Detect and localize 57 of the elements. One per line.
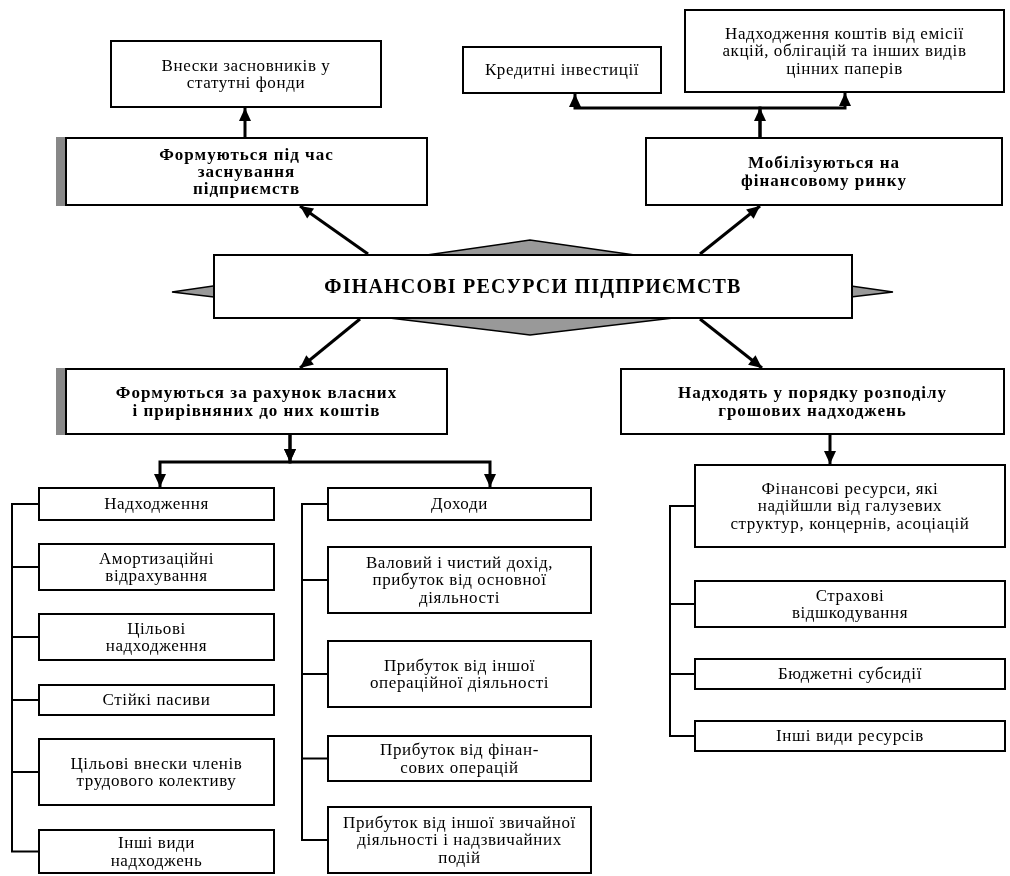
text-box xyxy=(110,40,382,108)
box-text: Валовий і чистий дохід, прибуток від основної діяльності xyxy=(364,554,555,606)
box-text: Кредитні інвестиції xyxy=(484,61,640,79)
box-text: Інші види ресурсів xyxy=(776,727,924,745)
box-text: Прибуток від фінан- сових операцій xyxy=(379,741,540,776)
box-text: Цільові внески членів трудового колективу xyxy=(69,754,244,790)
box-text: Стійкі пасиви xyxy=(102,691,211,709)
box-text: Надходження xyxy=(104,495,209,513)
box-text: Бюджетні субсидії xyxy=(778,665,922,683)
text-box xyxy=(327,546,592,614)
box-text: Надходять у порядку розподілу грошових надходжень xyxy=(677,384,948,419)
box-text: Фінансові ресурси, які надійшли від галузевих структур, концернів, асоціацій xyxy=(729,480,971,532)
box-text: Формуються під час заснування підприємств xyxy=(158,145,335,198)
main-box xyxy=(213,254,853,319)
text-box xyxy=(65,137,428,206)
text-box xyxy=(620,368,1005,435)
text-box xyxy=(38,487,275,521)
text-box xyxy=(684,9,1005,93)
box-text: Внески засновників у статутні фонди xyxy=(160,56,332,92)
arrow xyxy=(299,204,369,256)
text-box xyxy=(327,640,592,708)
box-text: Формуються за рахунок власних і прирівняних до них коштів xyxy=(114,384,399,419)
text-box xyxy=(645,137,1003,206)
arrow xyxy=(699,317,763,370)
box-text: Доходи xyxy=(431,495,488,513)
text-box xyxy=(462,46,662,94)
arrow xyxy=(699,204,761,256)
box-text: Прибуток від іншої звичайної діяльності і надзвичайних подій xyxy=(342,814,577,866)
box-text: Прибуток від іншої операційної діяльності xyxy=(369,656,550,692)
arrow xyxy=(239,108,251,137)
connector-line xyxy=(301,503,328,841)
text-box xyxy=(694,464,1006,548)
text-box xyxy=(38,738,275,806)
arrow xyxy=(284,435,496,487)
text-box xyxy=(694,720,1006,752)
text-box xyxy=(694,658,1006,690)
connector-line xyxy=(669,505,695,737)
box-text: ФІНАНСОВІ РЕСУРСИ ПІДПРИЄМСТВ xyxy=(324,276,742,297)
text-box xyxy=(38,613,275,661)
text-box xyxy=(38,829,275,874)
text-box xyxy=(38,543,275,591)
text-box xyxy=(327,806,592,874)
text-box xyxy=(327,735,592,782)
text-box xyxy=(694,580,1006,628)
box-text: Цільові надходження xyxy=(104,619,209,655)
text-box xyxy=(65,368,448,435)
box-text: Надходження коштів від емісії акцій, облігацій та інших видів цінних паперів xyxy=(721,25,968,77)
box-text: Мобілізуються на фінансовому ринку xyxy=(740,154,908,189)
text-box xyxy=(327,487,592,521)
connector-line xyxy=(11,503,39,853)
text-box xyxy=(38,684,275,716)
box-text: Інші види надходжень xyxy=(109,834,204,869)
arrow xyxy=(754,93,851,137)
arrow xyxy=(299,317,361,370)
arrow xyxy=(824,435,836,464)
box-text: Амортизаційні відрахування xyxy=(97,549,216,585)
box-text: Страхові відшкодування xyxy=(790,586,910,622)
